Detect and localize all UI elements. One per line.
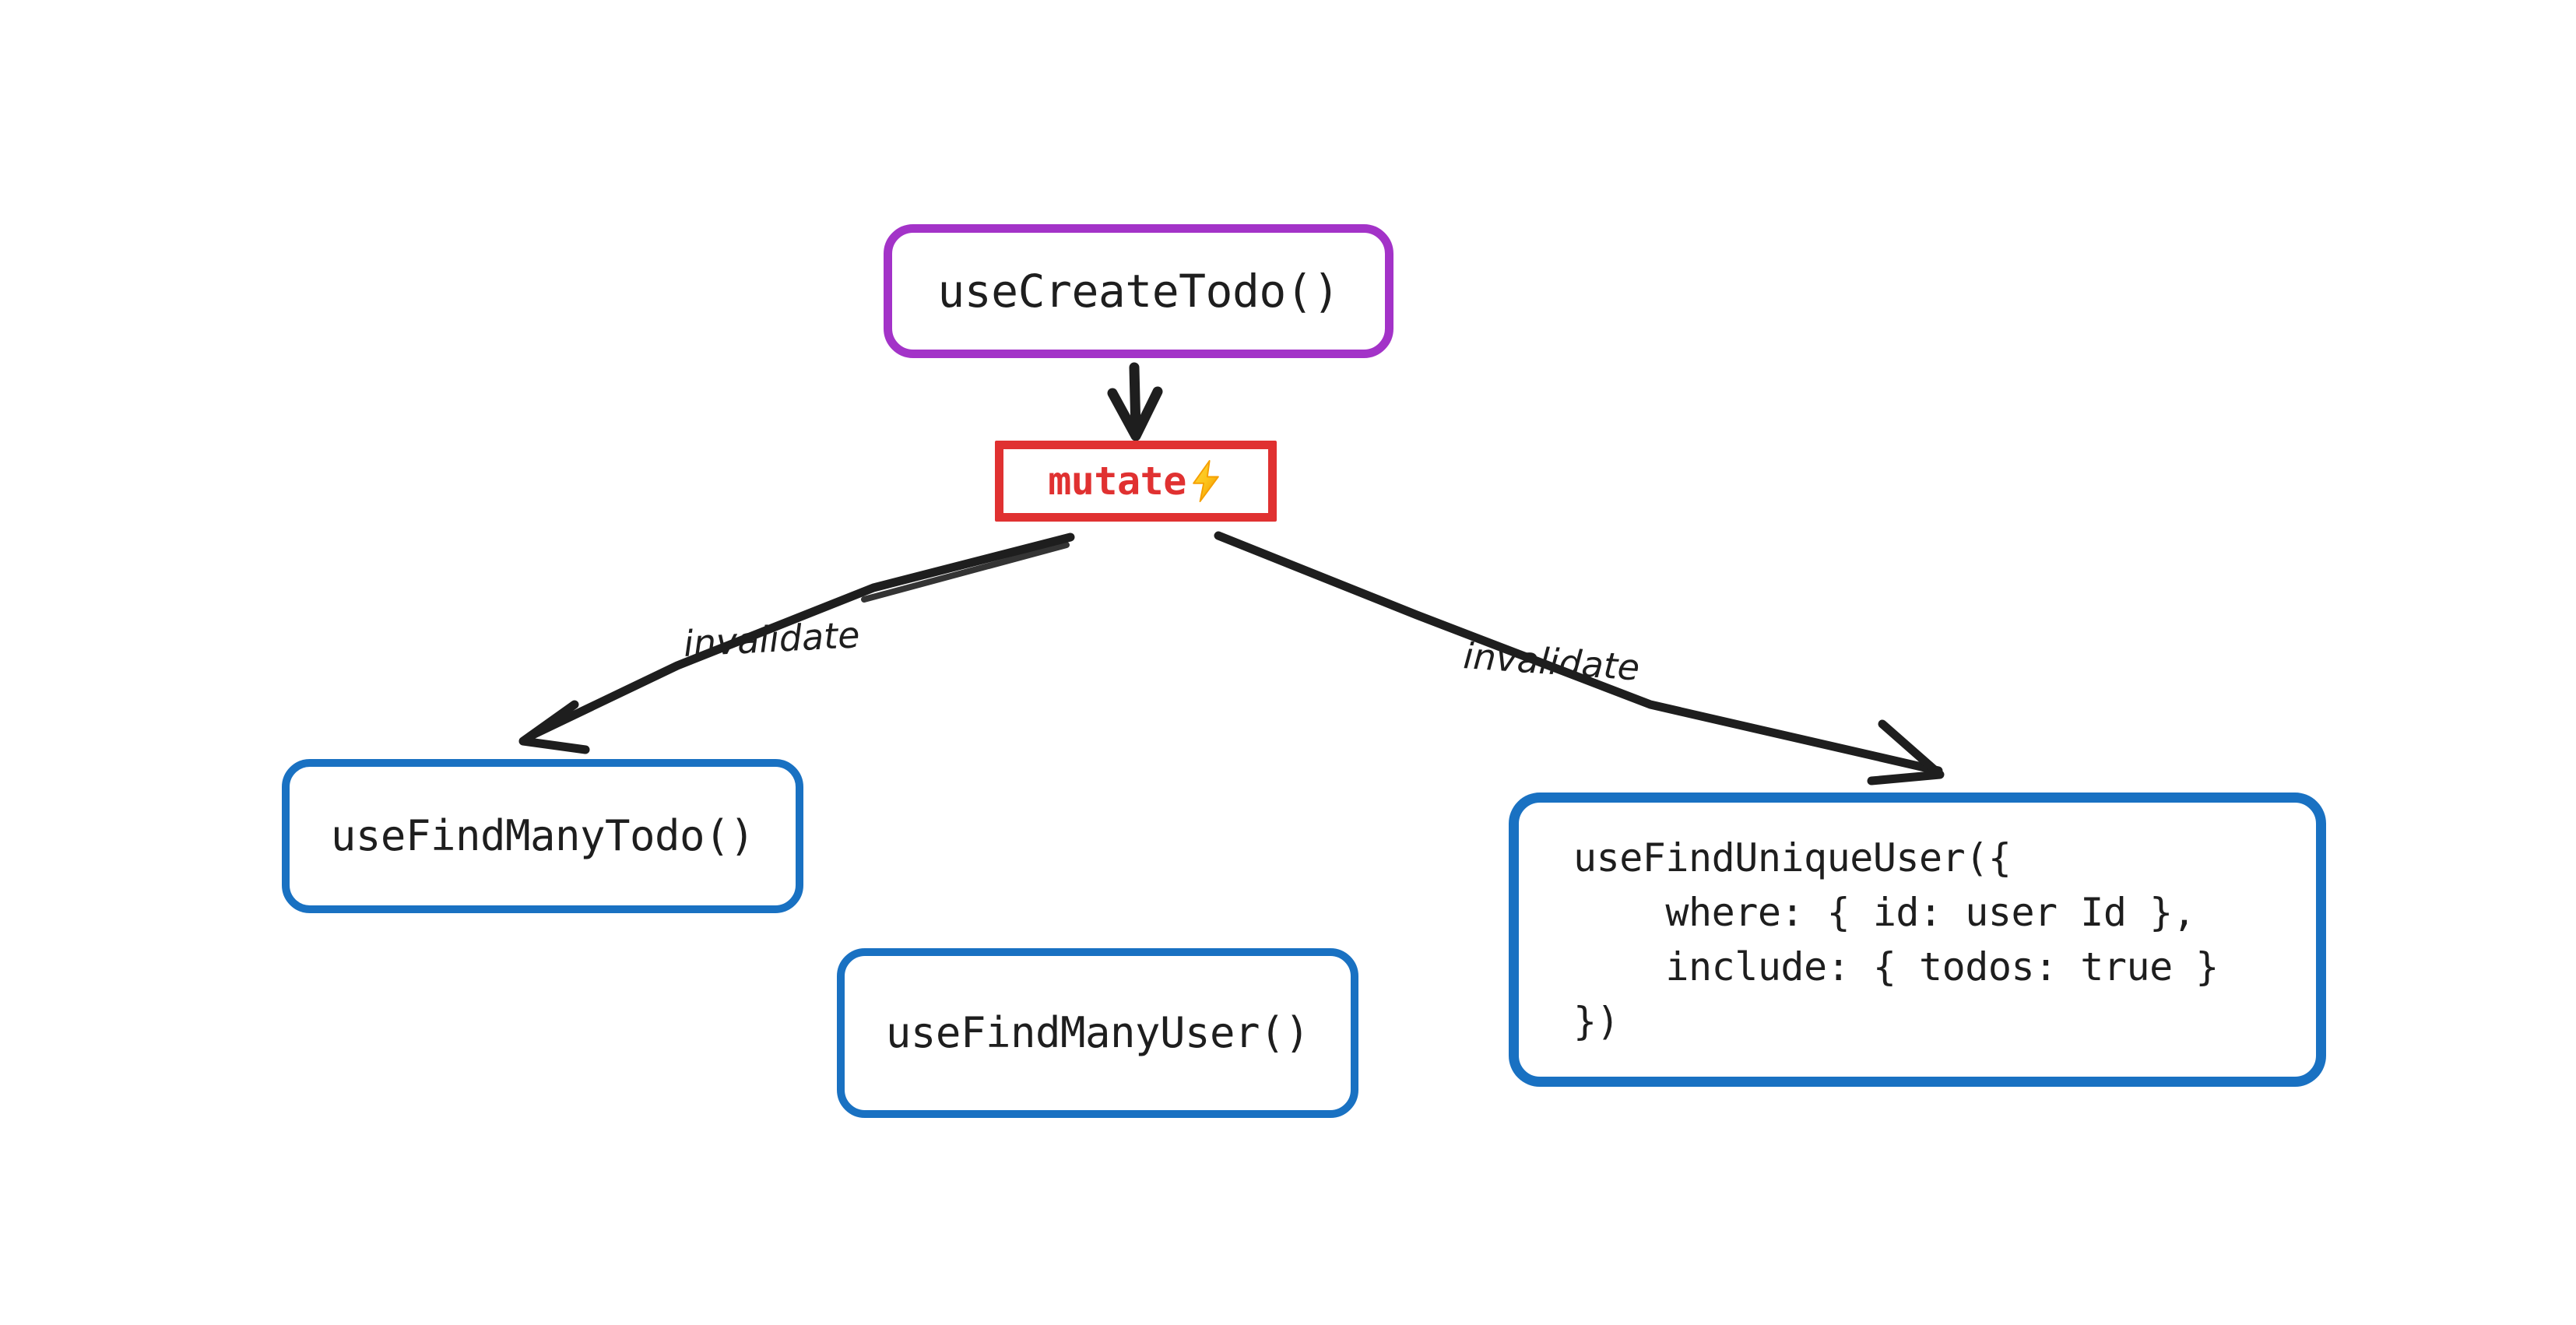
node-use-find-many-user-label: useFindManyUser() [885,1008,1310,1058]
edge-label-invalidate-right: invalidate [1462,634,1641,689]
node-use-find-many-todo-label: useFindManyTodo() [330,811,755,861]
node-use-create-todo[interactable]: useCreateTodo() [884,224,1393,358]
node-use-find-unique-user-label: useFindUniqueUser({ where: { id: user Id… [1573,835,2219,1044]
node-use-create-todo-label: useCreateTodo() [937,264,1340,318]
node-mutate-text: mutate [1048,459,1186,504]
node-mutate-label: mutate [1048,455,1224,507]
node-mutate[interactable]: mutate [995,441,1277,522]
lightning-bolt-icon [1193,459,1219,503]
node-use-find-many-user[interactable]: useFindManyUser() [837,948,1358,1118]
node-use-find-many-todo[interactable]: useFindManyTodo() [282,759,803,913]
edge-root-to-mutate [1107,362,1163,441]
node-use-find-unique-user[interactable]: useFindUniqueUser({ where: { id: user Id… [1509,793,2326,1087]
edge-label-invalidate-left: invalidate [682,613,861,665]
